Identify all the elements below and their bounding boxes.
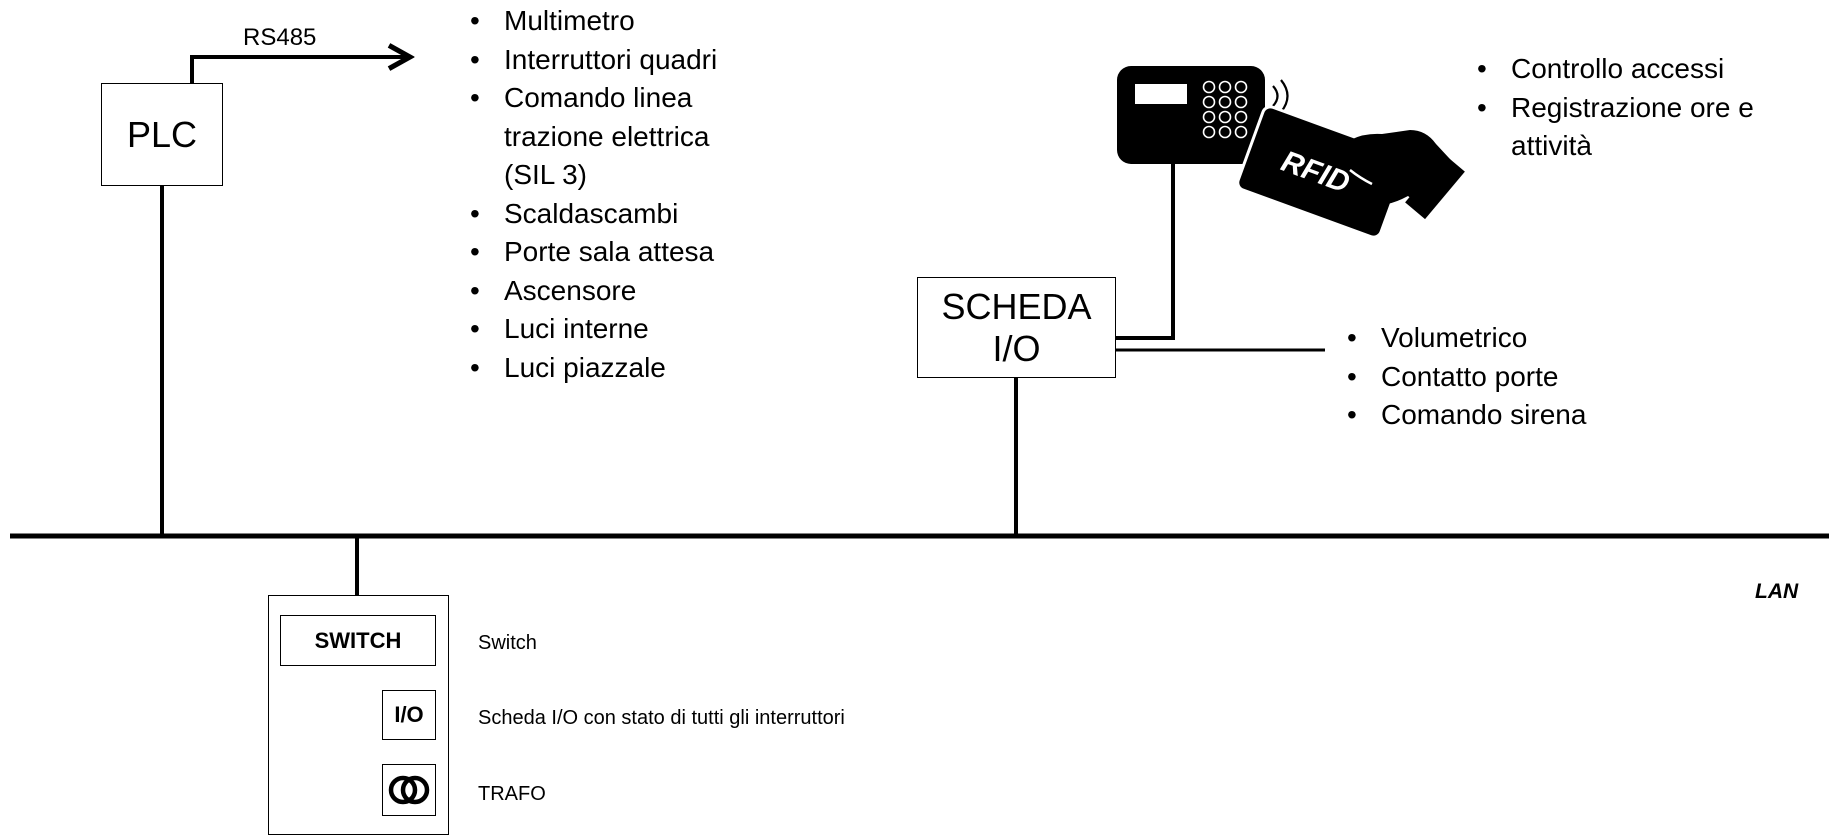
list-item: Luci piazzale — [467, 349, 757, 388]
hand-icon — [1332, 130, 1465, 220]
lan-label: LAN — [1755, 580, 1799, 603]
io-module-label: I/O — [394, 702, 424, 727]
legend-io: Scheda I/O con stato di tutti gli interr… — [478, 707, 845, 729]
list-item: Comando sirena — [1344, 396, 1644, 435]
switch-module[interactable]: SWITCH — [280, 615, 436, 666]
list-item: Contatto porte — [1344, 358, 1644, 397]
legend-switch: Switch — [478, 632, 537, 654]
io-input-list: Volumetrico Contatto porte Comando siren… — [1344, 319, 1644, 435]
list-item: Ascensore — [467, 272, 757, 311]
rs485-label: RS485 — [243, 24, 317, 51]
plc-label: PLC — [126, 113, 198, 155]
io-module[interactable]: I/O — [382, 690, 436, 740]
list-item: Scaldascambi — [467, 195, 757, 234]
list-item: Controllo accessi — [1474, 50, 1774, 89]
list-item: Volumetrico — [1344, 319, 1644, 358]
switch-module-label: SWITCH — [314, 627, 402, 653]
list-item: Interruttori quadri — [467, 41, 757, 80]
rs485-arrow — [190, 57, 410, 83]
rfid-access-illustration: RFID — [1117, 66, 1465, 239]
list-item: Porte sala attesa — [467, 233, 757, 272]
list-item: Multimetro — [467, 2, 757, 41]
list-item: Comando linea trazione elettrica (SIL 3) — [467, 79, 757, 195]
access-list: Controllo accessi Registrazione ore e at… — [1474, 50, 1774, 166]
legend-trafo: TRAFO — [478, 783, 546, 805]
scheda-io-box[interactable]: SCHEDA I/O — [917, 277, 1116, 378]
rfid-reader-icon — [1117, 66, 1289, 164]
trafo-module[interactable] — [382, 764, 436, 816]
list-item: Registrazione ore e attività — [1474, 89, 1774, 166]
scheda-label-line1: SCHEDA — [941, 285, 1092, 327]
plc-device-list: Multimetro Interruttori quadri Comando l… — [467, 2, 757, 387]
reader-connection — [1116, 155, 1175, 340]
plc-box[interactable]: PLC — [101, 83, 223, 186]
list-item: Luci interne — [467, 310, 757, 349]
scheda-label-line2: I/O — [992, 327, 1041, 369]
transformer-icon — [388, 775, 430, 805]
